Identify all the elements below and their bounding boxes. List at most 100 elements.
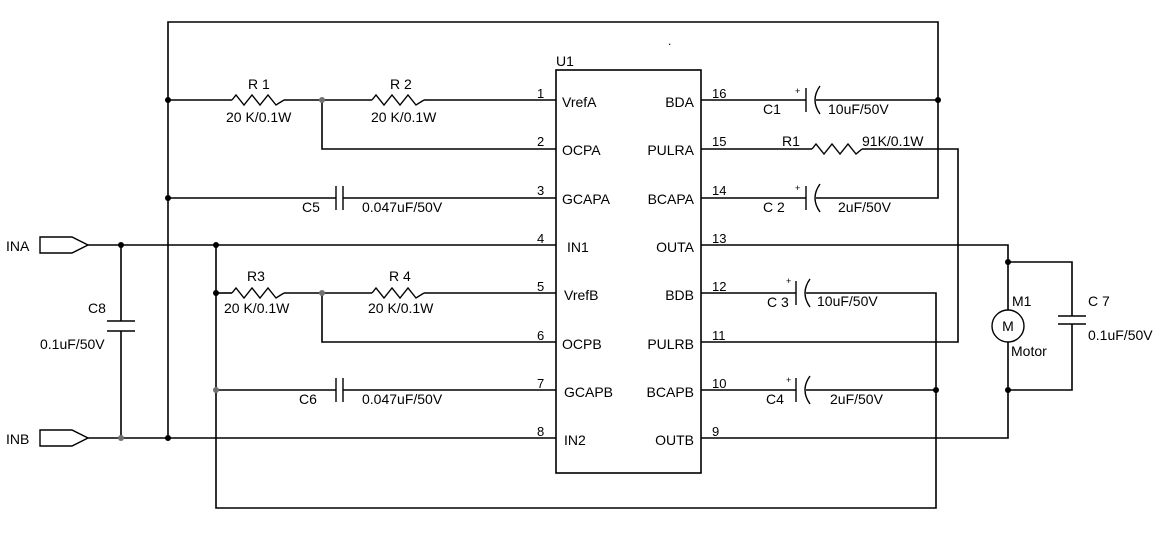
pin-13-name: OUTA — [656, 239, 695, 255]
junction-dot — [935, 97, 941, 103]
c5-value: 0.047uF/50V — [362, 199, 443, 215]
resistor-symbol — [231, 286, 285, 300]
capacitor-curved-plate — [814, 85, 821, 115]
junction-dot — [213, 387, 219, 393]
pin-1-number: 1 — [537, 86, 544, 101]
chip-right-pins: BDA 16 PULRA 15 BCAPA 14 OUTA 13 BDB 12 … — [647, 86, 727, 448]
resistor-r3: R3 20 K/0.1W — [224, 268, 290, 316]
capacitor-c5: C5 0.047uF/50V — [302, 186, 443, 215]
junction-dot — [319, 97, 325, 103]
pin-11-name: PULRB — [647, 336, 694, 352]
pin-5-number: 5 — [537, 279, 544, 294]
wires — [88, 21, 1073, 509]
junction-dot — [319, 290, 325, 296]
c8-value: 0.1uF/50V — [40, 336, 105, 352]
r2-value: 20 K/0.1W — [371, 109, 437, 125]
pin-4-number: 4 — [537, 231, 544, 246]
pin-12-number: 12 — [712, 279, 726, 294]
port-ina: INA — [6, 236, 90, 254]
pin-14-number: 14 — [712, 183, 726, 198]
r2-ref: R 2 — [390, 76, 412, 92]
motor-symbol: M — [1002, 318, 1014, 334]
pin-15-name: PULRA — [647, 142, 694, 158]
c1-ref: C1 — [763, 101, 781, 117]
pin-16-number: 16 — [712, 86, 726, 101]
wire-c7-top — [1008, 261, 1073, 316]
junction-dot — [213, 242, 219, 248]
pin-6-number: 6 — [537, 328, 544, 343]
r1-right-value: 91K/0.1W — [862, 133, 924, 149]
r3-value: 20 K/0.1W — [224, 300, 290, 316]
pin-2-number: 2 — [537, 134, 544, 149]
port-ina-shape — [39, 236, 90, 254]
capacitor-c8: C8 0.1uF/50V — [40, 300, 135, 352]
c6-ref: C6 — [299, 391, 317, 407]
pin-2-name: OCPA — [562, 142, 601, 158]
m1-value: Motor — [1011, 343, 1047, 359]
resistor-symbol — [371, 93, 425, 107]
pin-6-name: OCPB — [562, 336, 602, 352]
pin-15-number: 15 — [712, 134, 726, 149]
m1-ref: M1 — [1012, 293, 1032, 309]
capacitor-curved-plate — [804, 375, 811, 405]
stray-mark: . — [668, 34, 671, 48]
pin-12-name: BDB — [665, 287, 694, 303]
pin-8-number: 8 — [537, 424, 544, 439]
wire-ocpb — [321, 293, 556, 343]
c1-value: 10uF/50V — [828, 101, 889, 117]
motor-icon — [991, 309, 1025, 343]
c2-ref: C 2 — [763, 199, 785, 215]
chip-ref-label: U1 — [556, 53, 574, 69]
r3-ref: R3 — [247, 268, 265, 284]
port-inb: INB — [6, 429, 90, 447]
pin-3-name: GCAPA — [562, 191, 611, 207]
pin-7-name: GCAPB — [564, 384, 613, 400]
pin-1-name: VrefA — [562, 94, 597, 110]
junction-dot — [165, 97, 171, 103]
junction-dot — [165, 195, 171, 201]
c2-value: 2uF/50V — [838, 199, 892, 215]
wire-outb — [701, 342, 1009, 439]
wire-c7-bottom — [1008, 324, 1073, 391]
r1-left-value: 20 K/0.1W — [226, 109, 292, 125]
resistor-r1-left: R 1 20 K/0.1W — [226, 76, 292, 125]
wire-c3-right — [806, 292, 937, 390]
pin-8-name: IN2 — [564, 432, 586, 448]
c7-ref: C 7 — [1088, 293, 1110, 309]
pin-16-name: BDA — [665, 94, 694, 110]
chip-u1: U1 1 VrefA 2 OCPA 3 GCAPA 4 IN1 5 VrefB … — [537, 53, 727, 474]
junction-dot — [118, 435, 124, 441]
wire-outa — [701, 244, 1009, 310]
pin-9-number: 9 — [712, 424, 719, 439]
c3-polarity: + — [786, 276, 791, 286]
junction-dot — [933, 387, 939, 393]
pin-10-number: 10 — [712, 376, 726, 391]
wire-bottom-loop — [215, 245, 937, 509]
resistor-symbol — [371, 286, 425, 300]
pin-10-name: BCAPB — [647, 384, 694, 400]
capacitor-curved-plate — [814, 183, 821, 213]
resistor-r2: R 2 20 K/0.1W — [371, 76, 437, 125]
junction-dot — [165, 435, 171, 441]
capacitor-c1: + C1 10uF/50V — [763, 85, 889, 117]
junction-dot — [118, 242, 124, 248]
junction-dot — [1005, 387, 1011, 393]
c7-value: 0.1uF/50V — [1088, 327, 1153, 343]
capacitor-c6: C6 0.047uF/50V — [299, 378, 443, 407]
motor-m1: M M1 Motor — [991, 293, 1047, 359]
c4-value: 2uF/50V — [830, 391, 884, 407]
pin-4-name: IN1 — [567, 239, 589, 255]
junctions — [118, 97, 1011, 441]
junction-dot — [213, 290, 219, 296]
pin-3-number: 3 — [537, 183, 544, 198]
r4-value: 20 K/0.1W — [368, 300, 434, 316]
c4-ref: C4 — [766, 391, 784, 407]
c2-polarity: + — [795, 183, 800, 193]
r1-left-ref: R 1 — [248, 76, 270, 92]
capacitor-c4: + C4 2uF/50V — [766, 375, 884, 407]
resistor-r1-right: R1 91K/0.1W — [782, 133, 924, 156]
resistor-r4: R 4 20 K/0.1W — [368, 268, 434, 316]
c4-polarity: + — [786, 375, 791, 385]
c5-ref: C5 — [302, 199, 320, 215]
